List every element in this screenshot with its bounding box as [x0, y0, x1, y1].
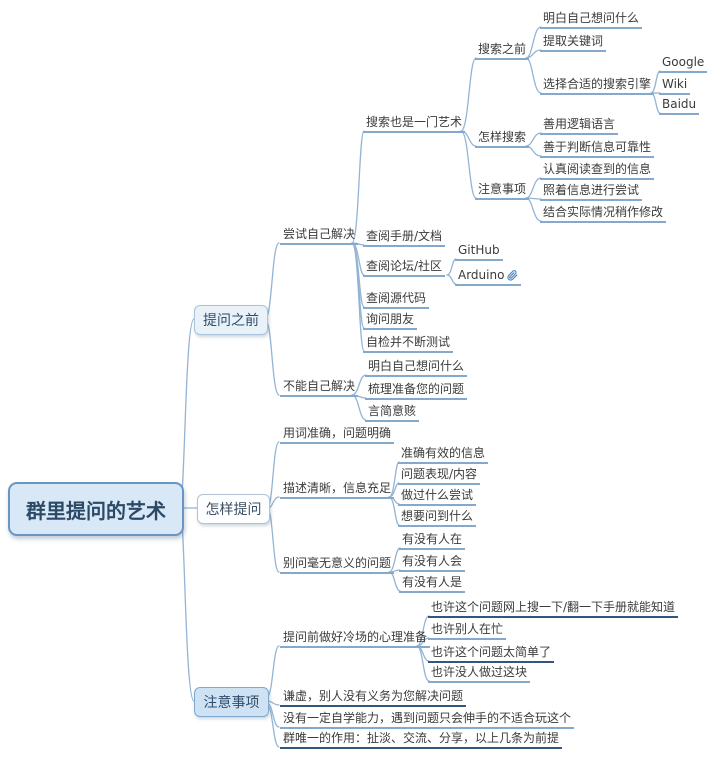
node-judge-reliability[interactable]: 善于判断信息可靠性	[540, 139, 655, 158]
paperclip-icon[interactable]	[507, 269, 518, 285]
node-use-logic-language[interactable]: 善用逻辑语言	[540, 116, 619, 135]
node-group-purpose[interactable]: 群唯一的作用：扯淡、交流、分享，以上几条为前提	[280, 730, 563, 749]
node-maybe-searchable[interactable]: 也许这个问题网上搜一下/翻一下手册就能知道	[428, 599, 679, 618]
node-be-humble[interactable]: 谦虚，别人没有义务为您解决问题	[280, 688, 467, 707]
node-search-is-an-art[interactable]: 搜索也是一门艺术	[363, 114, 466, 133]
node-maybe-others-busy[interactable]: 也许别人在忙	[428, 621, 507, 640]
node-github[interactable]: GitHub	[455, 242, 503, 261]
node-before-search[interactable]: 搜索之前	[475, 41, 530, 60]
node-cautions[interactable]: 注意事项	[194, 687, 269, 717]
node-try-per-info[interactable]: 照着信息进行尝试	[540, 182, 643, 201]
node-what-was-tried[interactable]: 做过什么尝试	[398, 487, 477, 506]
node-read-info-carefully[interactable]: 认真阅读查到的信息	[540, 161, 655, 180]
node-cannot-solve-yourself[interactable]: 不能自己解决	[280, 378, 359, 397]
node-forums-communities[interactable]: 查阅论坛/社区	[363, 258, 446, 277]
node-before-asking[interactable]: 提问之前	[194, 305, 268, 335]
node-arduino-label: Arduino	[458, 268, 505, 282]
node-arduino[interactable]: Arduino	[455, 267, 522, 286]
node-know-what-to-ask[interactable]: 明白自己想问什么	[540, 10, 643, 29]
node-prepare-for-silence[interactable]: 提问前做好冷场的心理准备	[280, 629, 431, 648]
root-node[interactable]: 群里提问的艺术	[8, 482, 184, 536]
node-read-manual-docs[interactable]: 查阅手册/文档	[363, 228, 446, 247]
node-wiki[interactable]: Wiki	[659, 76, 691, 95]
node-baidu[interactable]: Baidu	[659, 96, 700, 115]
node-search-cautions[interactable]: 注意事项	[475, 181, 530, 200]
node-choose-search-engine[interactable]: 选择合适的搜索引擎	[540, 76, 655, 95]
node-how-to-ask[interactable]: 怎样提问	[197, 494, 270, 524]
node-google[interactable]: Google	[659, 54, 708, 73]
node-adapt-to-situation[interactable]: 结合实际情况稍作修改	[540, 204, 667, 223]
node-anyone-here[interactable]: 有没有人在	[399, 531, 466, 550]
node-read-source-code[interactable]: 查阅源代码	[363, 290, 430, 309]
node-clear-description[interactable]: 描述清晰，信息充足	[280, 480, 395, 499]
node-no-meaningless-questions[interactable]: 别问毫无意义的问题	[280, 555, 395, 574]
node-organize-question[interactable]: 梳理准备您的问题	[365, 381, 468, 400]
node-extract-keywords[interactable]: 提取关键词	[540, 33, 607, 52]
node-self-check-testing[interactable]: 自检并不断测试	[363, 334, 454, 353]
node-what-to-ask-for[interactable]: 想要问到什么	[398, 508, 477, 527]
node-anyone-knows[interactable]: 有没有人会	[399, 553, 466, 572]
node-accurate-effective-info[interactable]: 准确有效的信息	[398, 445, 489, 464]
node-problem-symptom-content[interactable]: 问题表现/内容	[398, 466, 481, 485]
node-self-learning-ability[interactable]: 没有一定自学能力，遇到问题只会伸手的不适合玩这个	[280, 710, 575, 729]
node-know-what-to-ask-2[interactable]: 明白自己想问什么	[365, 358, 468, 377]
node-ask-friends[interactable]: 询问朋友	[363, 311, 418, 330]
node-accurate-wording[interactable]: 用词准确，问题明确	[280, 425, 395, 444]
node-anyone-is[interactable]: 有没有人是	[399, 574, 466, 593]
node-how-to-search[interactable]: 怎样搜索	[475, 129, 530, 148]
node-be-concise[interactable]: 言简意赅	[365, 403, 420, 422]
node-try-solve-yourself[interactable]: 尝试自己解决	[280, 226, 359, 245]
node-maybe-too-simple[interactable]: 也许这个问题太简单了	[428, 644, 555, 663]
node-maybe-nobody-did-it[interactable]: 也许没人做过这块	[428, 664, 531, 683]
